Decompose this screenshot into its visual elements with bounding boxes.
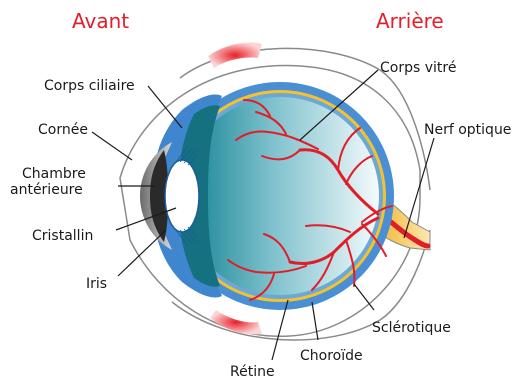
label-anterior-chamber-line1: Chambre [22, 166, 86, 182]
label-vitreous-body: Corps vitré [380, 60, 456, 76]
label-sclera: Sclérotique [372, 320, 451, 336]
heading-front: Avant [72, 9, 129, 33]
leader-ciliary-body [148, 86, 182, 128]
leader-cornea [92, 132, 132, 160]
eye-muscle-top [208, 43, 262, 69]
label-cornea: Cornée [38, 122, 88, 138]
leader-choroid [312, 302, 318, 340]
heading-back: Arrière [376, 9, 444, 33]
label-ciliary-body: Corps ciliaire [44, 78, 135, 94]
eye-muscle-bottom [210, 310, 262, 334]
label-choroid: Choroïde [300, 348, 363, 364]
leader-iris [118, 230, 166, 276]
label-anterior-chamber-line2: antérieure [10, 182, 83, 198]
label-optic-nerve: Nerf optique [424, 122, 511, 138]
leader-sclera [354, 284, 374, 310]
label-lens: Cristallin [32, 228, 93, 244]
label-iris: Iris [86, 276, 107, 292]
lens-shape [165, 160, 199, 232]
label-retina: Rétine [230, 364, 275, 379]
